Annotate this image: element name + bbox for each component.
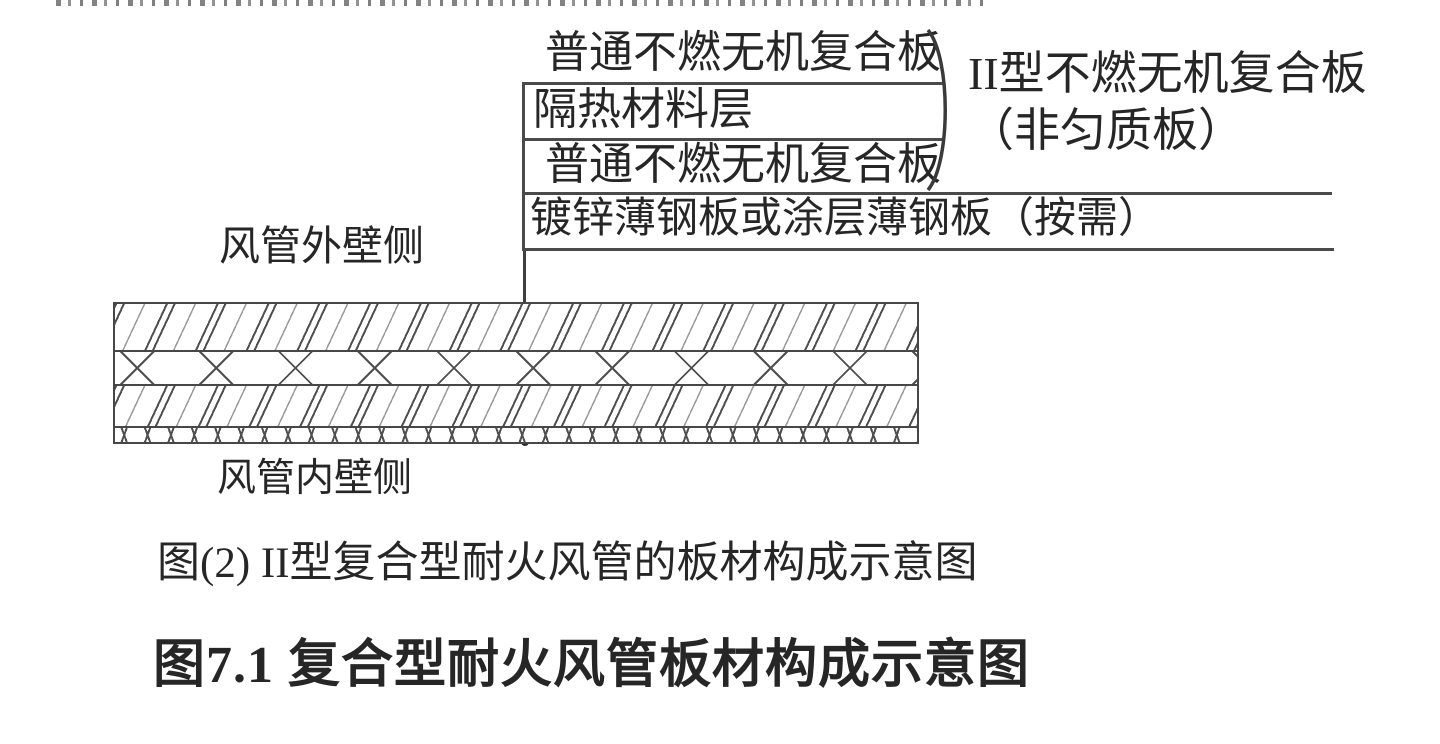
group-label-line1: II型不燃无机复合板 [968, 48, 1367, 99]
figure-title: 图7.1 复合型耐火风管板材构成示意图 [153, 637, 1031, 694]
board-layer-bottom-composite [115, 386, 917, 428]
board-layer-insulation [115, 352, 917, 386]
layer-label-steel-sheet: 镀锌薄钢板或涂层薄钢板（按需） [530, 196, 1161, 242]
duct-board-cross-section [113, 302, 919, 444]
group-label: II型不燃无机复合板 （非匀质板） [968, 46, 1367, 159]
leader-line [523, 251, 526, 304]
label-box-line [522, 82, 943, 85]
group-bracket [926, 28, 947, 192]
layer-label-bottom-board: 普通不燃无机复合板 [545, 140, 941, 189]
outer-wall-label: 风管外壁侧 [219, 223, 424, 269]
label-box-line [522, 138, 943, 141]
inner-wall-label: 风管内壁侧 [217, 457, 413, 500]
figure-caption: 图(2) II型复合型耐火风管的板材构成示意图 [157, 540, 978, 587]
layer-label-top-board: 普通不燃无机复合板 [545, 28, 941, 77]
label-box-line [522, 192, 1332, 195]
clipped-text-row [56, 0, 990, 6]
board-layer-top-composite [115, 304, 917, 352]
group-label-line2: （非匀质板） [968, 104, 1244, 156]
layer-label-insulation: 隔热材料层 [533, 85, 753, 134]
label-box-line [522, 248, 1334, 251]
label-box-line [522, 82, 525, 251]
board-layer-steel-sheet [115, 428, 917, 442]
